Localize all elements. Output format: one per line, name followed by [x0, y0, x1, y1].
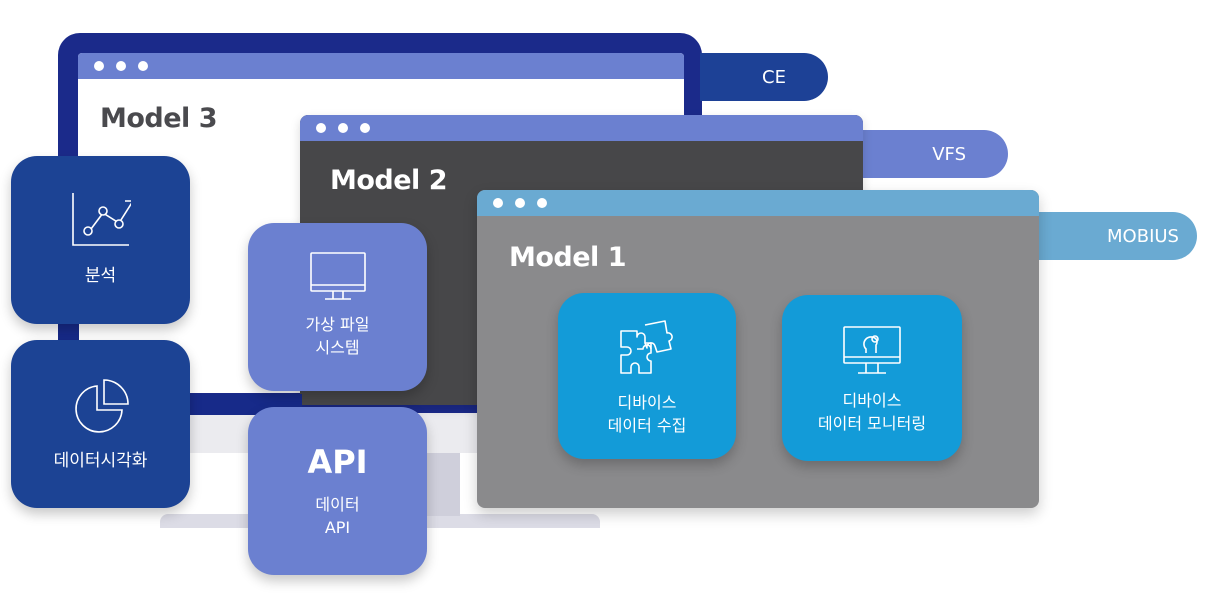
card-device-data-monitoring[interactable]: 디바이스 데이터 모니터링: [782, 295, 962, 461]
card-label: 데이터시각화: [53, 451, 148, 471]
window-controls: [493, 198, 547, 208]
card-label: 디바이스 데이터 모니터링: [817, 391, 927, 433]
card-device-data-collection[interactable]: 디바이스 데이터 수집: [558, 293, 736, 459]
card-data-visualization[interactable]: 데이터시각화: [11, 340, 190, 508]
tag-ce-label: CE: [762, 66, 786, 88]
tag-vfs-label: VFS: [932, 143, 966, 165]
window-controls: [316, 123, 370, 133]
tag-ce: CE: [700, 53, 828, 101]
card-label: 가상 파일 시스템: [305, 315, 370, 357]
monitor-brain-gear-icon: [843, 326, 901, 374]
window-titlebar: [477, 190, 1039, 216]
line-chart-icon: [71, 193, 131, 246]
card-analysis[interactable]: 분석: [11, 156, 190, 324]
tag-vfs: VFS: [862, 130, 1008, 178]
model2-title: Model 2: [330, 165, 448, 196]
card-data-api[interactable]: API 데이터 API: [248, 407, 427, 575]
window-dot: [515, 198, 525, 208]
card-label: 디바이스 데이터 수집: [607, 393, 687, 435]
card-label: 분석: [84, 266, 117, 286]
puzzle-icon: [620, 320, 673, 374]
window-titlebar: [300, 115, 863, 141]
window-dot: [338, 123, 348, 133]
model1-title: Model 1: [509, 242, 627, 273]
tag-mobius: MOBIUS: [1037, 212, 1197, 260]
tag-mobius-label: MOBIUS: [1107, 225, 1179, 247]
window-dot: [316, 123, 326, 133]
card-virtual-file-system[interactable]: 가상 파일 시스템: [248, 223, 427, 391]
pie-chart-icon: [74, 379, 129, 433]
model3-title: Model 3: [100, 103, 218, 134]
window-dot: [116, 61, 126, 71]
window-controls: [94, 61, 148, 71]
window-model1: Model 1 디바이스 데이터 수집 디바이스 데이터 모니터링: [477, 190, 1039, 508]
window-dot: [493, 198, 503, 208]
window-dot: [138, 61, 148, 71]
window-dot: [94, 61, 104, 71]
window-titlebar: [78, 53, 684, 79]
monitor-icon: [309, 252, 366, 300]
card-label: 데이터 API: [315, 495, 360, 537]
window-dot: [360, 123, 370, 133]
window-dot: [537, 198, 547, 208]
api-heading: API: [307, 443, 368, 481]
